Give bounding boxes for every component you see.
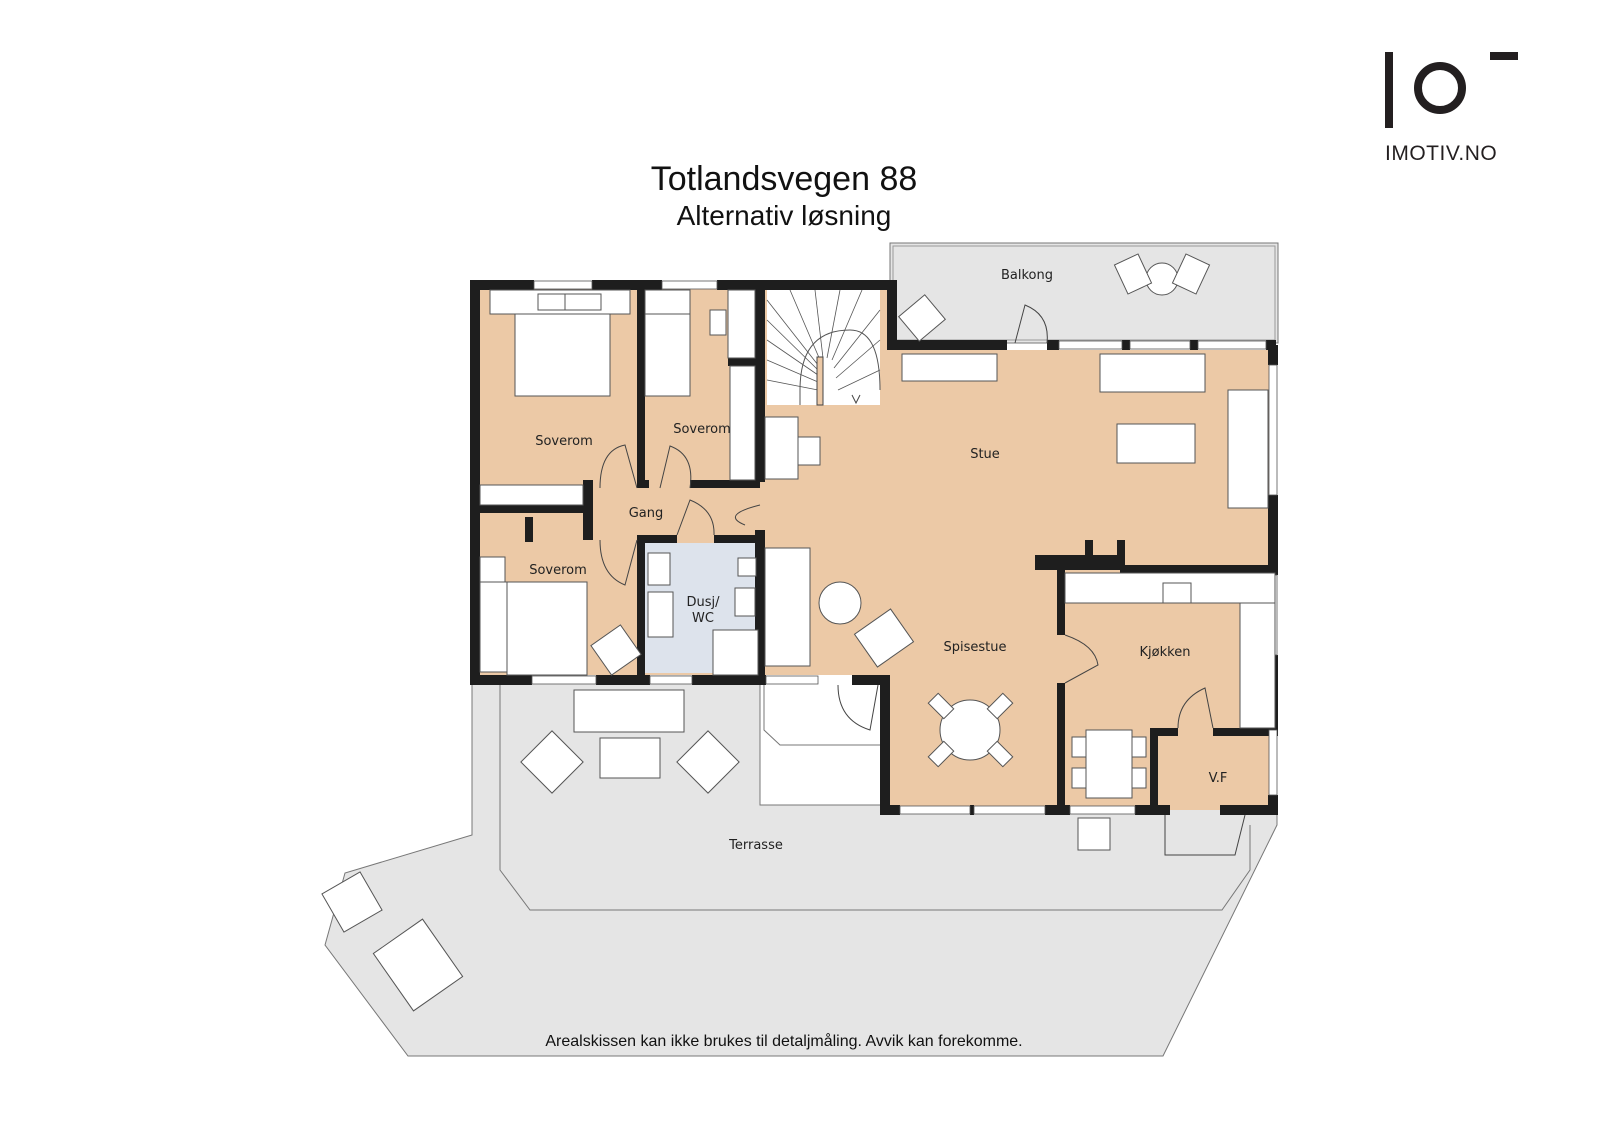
- staircase: [766, 289, 881, 406]
- page-title: Totlandsvegen 88: [650, 160, 918, 198]
- room-label-wc: WC: [692, 611, 714, 626]
- furniture: [321, 253, 1276, 1012]
- room-label-soverom: Soverom: [529, 563, 587, 578]
- balcony-area: [889, 242, 1279, 344]
- room-label-stue: Stue: [970, 447, 1000, 462]
- room-label-soverom: Soverom: [535, 434, 593, 449]
- room-label-gang: Gang: [629, 506, 664, 521]
- room-label-vf: V.F: [1209, 771, 1228, 786]
- room-label-soverom: Soverom: [673, 422, 731, 437]
- logo-mark-icon: [1385, 52, 1518, 128]
- room-label-kjokken: Kjøkken: [1140, 645, 1191, 660]
- room-label-spisestue: Spisestue: [944, 640, 1007, 655]
- room-label-dusj: Dusj/: [686, 595, 720, 610]
- room-label-balkong: Balkong: [1001, 268, 1053, 283]
- room-label-terrasse: Terrasse: [728, 838, 783, 853]
- door-swings: [599, 304, 1246, 856]
- room-labels: Soverom Soverom Soverom Gang Dusj/ WC St…: [529, 268, 1227, 853]
- windows: [531, 280, 1278, 815]
- page-subtitle: Alternativ løsning: [676, 200, 892, 231]
- disclaimer-text: Arealskissen kan ikke brukes til detaljm…: [545, 1033, 1023, 1050]
- brand-name: IMOTIV.NO: [1385, 142, 1498, 165]
- imotiv-logo: [1383, 50, 1523, 170]
